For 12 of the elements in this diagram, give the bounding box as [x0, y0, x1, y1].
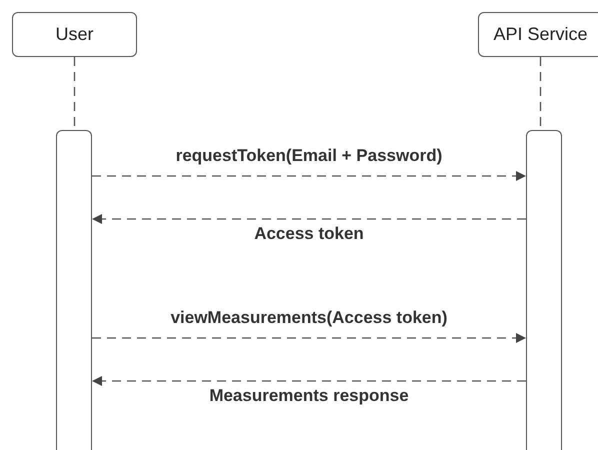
participant-name: API Service — [493, 24, 588, 45]
message-arrow — [92, 333, 526, 343]
message-arrow — [92, 376, 526, 386]
message-label: viewMeasurements(Access token) — [168, 308, 450, 328]
participant-box — [478, 12, 598, 57]
activation-bar — [56, 130, 92, 450]
participant-box — [12, 12, 137, 57]
participant-name: User — [55, 24, 94, 45]
activation-bar — [526, 130, 562, 450]
message-arrow — [92, 214, 526, 224]
message-label: requestToken(Email + Password) — [174, 146, 444, 166]
message-arrow — [92, 171, 526, 181]
